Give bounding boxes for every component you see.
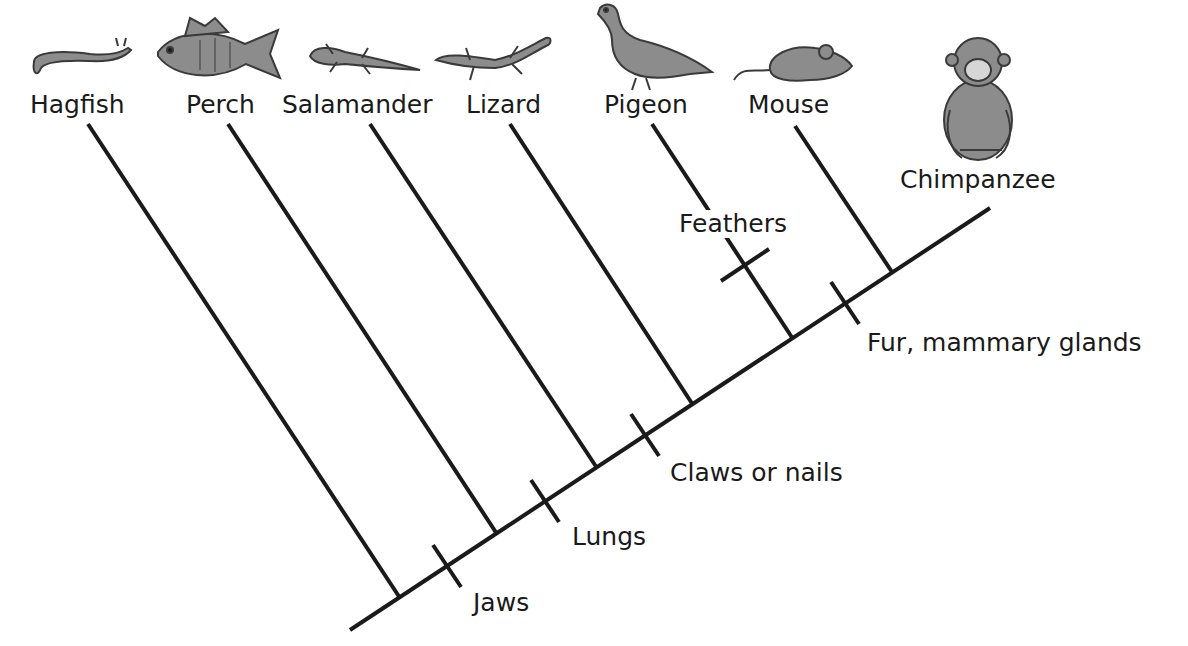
taxon-name: Salamander (282, 91, 433, 119)
taxon-name: Lizard (466, 91, 541, 119)
hagfish-barbels (116, 38, 126, 46)
trait-label: Claws or nails (670, 459, 843, 487)
perch-branch (228, 124, 497, 534)
tree-lines (88, 124, 990, 630)
lizard-branch (510, 124, 693, 405)
perch-fin (185, 18, 228, 36)
animal-icons (34, 5, 1012, 160)
taxon-name: Pigeon (604, 91, 688, 119)
salamander-legs (326, 44, 370, 74)
taxon-name: Hagfish (30, 91, 125, 119)
trait-tick (631, 414, 659, 456)
chimpanzee-limbs (948, 110, 1010, 158)
perch-stripes (200, 38, 230, 72)
pigeon-branch (652, 124, 793, 339)
trait-tick (721, 249, 769, 281)
mouse-tail (734, 70, 770, 80)
mouse-ear (819, 45, 833, 59)
mouse-icon (770, 47, 852, 80)
taxon-name: Mouse (748, 91, 829, 119)
chimpanzee-ear (998, 54, 1010, 66)
perch-icon (158, 30, 280, 78)
lizard-icon (436, 38, 551, 68)
taxon-name: Chimpanzee (900, 166, 1056, 194)
lizard-legs (466, 46, 522, 80)
trait-label: Fur, mammary glands (867, 329, 1142, 357)
pigeon-legs (632, 78, 650, 90)
mouse-branch (795, 126, 892, 272)
hagfish-icon (34, 48, 131, 73)
trait-tick (531, 480, 559, 522)
chimpanzee-face (965, 59, 991, 81)
pigeon-eye (604, 8, 608, 12)
trait-tick (831, 282, 859, 324)
trait-label: Feathers (677, 210, 789, 238)
trunk (350, 208, 990, 630)
chimpanzee-body (944, 80, 1012, 160)
taxon-name: Perch (186, 91, 255, 119)
perch-eye (167, 47, 173, 53)
chimpanzee-head (954, 38, 1002, 86)
salamander-branch (370, 124, 597, 468)
pigeon-icon (598, 5, 712, 78)
trait-label: Jaws (473, 589, 529, 617)
trait-tick (433, 545, 461, 587)
hagfish-branch (88, 124, 400, 598)
trait-label: Lungs (572, 523, 646, 551)
chimpanzee-ear (946, 54, 958, 66)
